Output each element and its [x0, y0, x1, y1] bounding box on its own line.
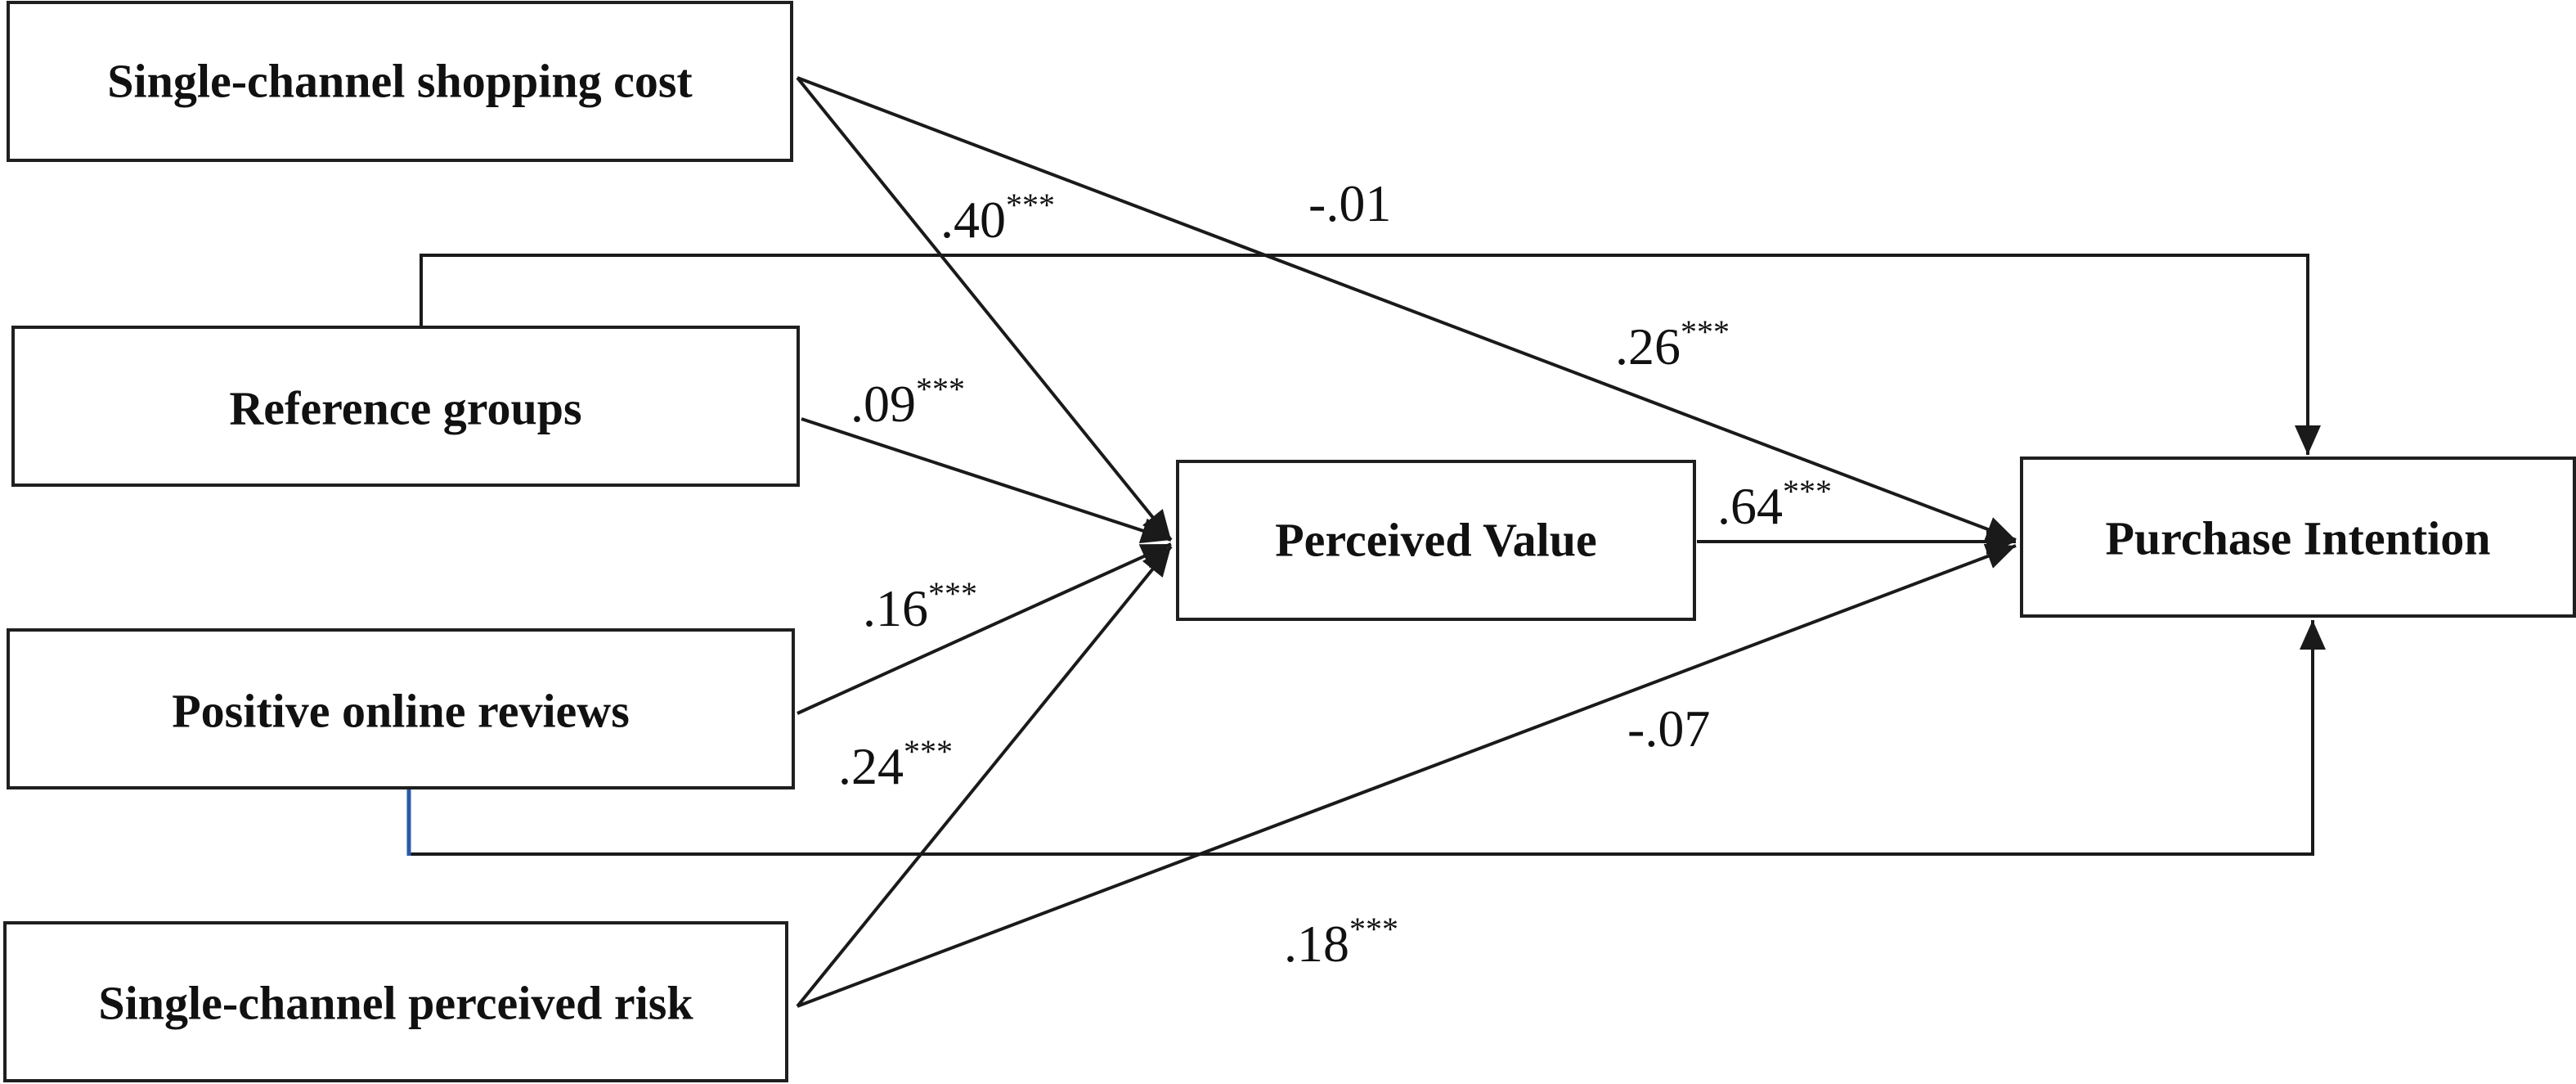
edges [406, 76, 2326, 1008]
coef-risk-to-intention: -.07 [1627, 699, 1710, 758]
coef-risk-to-value: .24*** [838, 733, 953, 795]
node-label: Purchase Intention [2105, 511, 2490, 564]
edge-reviews-to-intention [409, 620, 2326, 856]
coefficient-labels: .40*** -.01 .26*** .09*** .64*** .16*** … [838, 174, 1832, 973]
edge-cost-to-value [796, 76, 1173, 542]
node-single-channel-perceived-risk: Single-channel perceived risk [3, 921, 788, 1082]
coef-cost-to-intention: .26*** [1615, 313, 1730, 376]
edge-risk-to-intention [797, 543, 2017, 1008]
node-reference-groups: Reference groups [11, 326, 800, 487]
node-label: Reference groups [229, 381, 581, 434]
coef-reviews-to-value: .16*** [863, 575, 977, 637]
edge-risk-to-value [796, 545, 1173, 1008]
edge-cost-to-intention [797, 76, 2017, 542]
node-positive-online-reviews: Positive online reviews [7, 628, 795, 789]
edge-reference-to-intention [420, 254, 2321, 455]
node-label: Positive online reviews [172, 684, 630, 737]
coef-reference-to-value: .09*** [850, 371, 965, 433]
node-perceived-value: Perceived Value [1176, 460, 1696, 621]
edge-reference-to-value [801, 417, 1172, 544]
node-single-channel-shopping-cost: Single-channel shopping cost [7, 1, 793, 162]
node-label: Single-channel shopping cost [107, 54, 693, 107]
coef-value-to-intention: .64*** [1717, 473, 1832, 535]
coef-reference-to-intention: -.01 [1308, 174, 1391, 232]
coef-cost-to-value: .40*** [940, 187, 1055, 249]
node-label: Single-channel perceived risk [98, 976, 693, 1029]
node-purchase-intention: Purchase Intention [2020, 457, 2576, 618]
edge-reviews-to-value [797, 542, 1172, 715]
coef-reviews-to-intention: .18*** [1284, 911, 1398, 973]
node-label: Perceived Value [1275, 513, 1597, 566]
